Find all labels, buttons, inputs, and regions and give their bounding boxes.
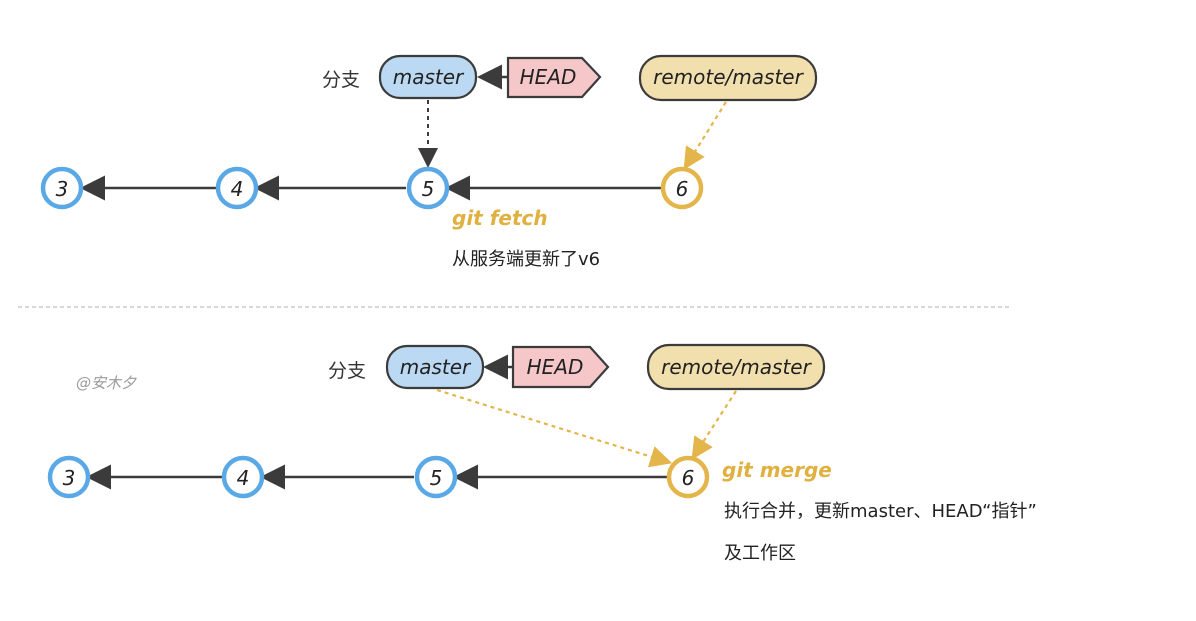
bottom-branch-label: 分支	[328, 360, 366, 382]
bottom-diagram: 分支 master HEAD remote/master 3 4	[47, 343, 1037, 564]
svg-text:4: 4	[237, 466, 250, 490]
top-commit-5: 5	[406, 166, 450, 210]
bottom-commit-4: 4	[221, 455, 265, 499]
top-branch-label: 分支	[322, 69, 360, 91]
top-head-label: HEAD	[520, 65, 577, 89]
bottom-master-pointer	[436, 388, 673, 468]
bottom-description-line1: 执行合并，更新master、HEAD“指针”	[724, 501, 1037, 522]
bottom-head-label: HEAD	[527, 355, 584, 379]
bottom-description-line2: 及工作区	[724, 543, 796, 564]
svg-text:6: 6	[676, 177, 689, 201]
bottom-commit-3: 3	[47, 455, 91, 499]
svg-text:6: 6	[682, 466, 695, 490]
top-action-label: git fetch	[452, 206, 548, 230]
bottom-remote-node: remote/master	[646, 343, 826, 391]
top-master-node: master	[378, 54, 478, 100]
watermark: @安木夕	[76, 374, 137, 392]
bottom-master-node: master	[385, 344, 485, 390]
top-remote-pointer	[683, 101, 727, 170]
top-commit-6: 6	[660, 166, 704, 210]
bottom-commit-6: 6	[666, 455, 710, 499]
top-remote-node: remote/master	[638, 54, 818, 102]
svg-text:5: 5	[430, 466, 443, 490]
bottom-commit-5: 5	[414, 455, 458, 499]
bottom-head-node: HEAD	[511, 345, 610, 389]
svg-text:5: 5	[422, 177, 435, 201]
svg-text:3: 3	[63, 466, 76, 490]
top-diagram: 分支 master HEAD remote/master 3 4	[40, 54, 818, 270]
top-commit-3: 3	[40, 166, 84, 210]
bottom-master-label: master	[400, 355, 472, 379]
top-master-label: master	[393, 65, 465, 89]
bottom-remote-pointer	[691, 390, 737, 460]
bottom-remote-label: remote/master	[661, 355, 812, 379]
top-head-node: HEAD	[506, 56, 602, 99]
svg-text:4: 4	[231, 177, 244, 201]
top-commit-4: 4	[215, 166, 259, 210]
bottom-action-label: git merge	[722, 458, 832, 482]
top-remote-label: remote/master	[653, 65, 804, 89]
top-description: 从服务端更新了v6	[452, 249, 600, 270]
svg-text:3: 3	[56, 177, 69, 201]
